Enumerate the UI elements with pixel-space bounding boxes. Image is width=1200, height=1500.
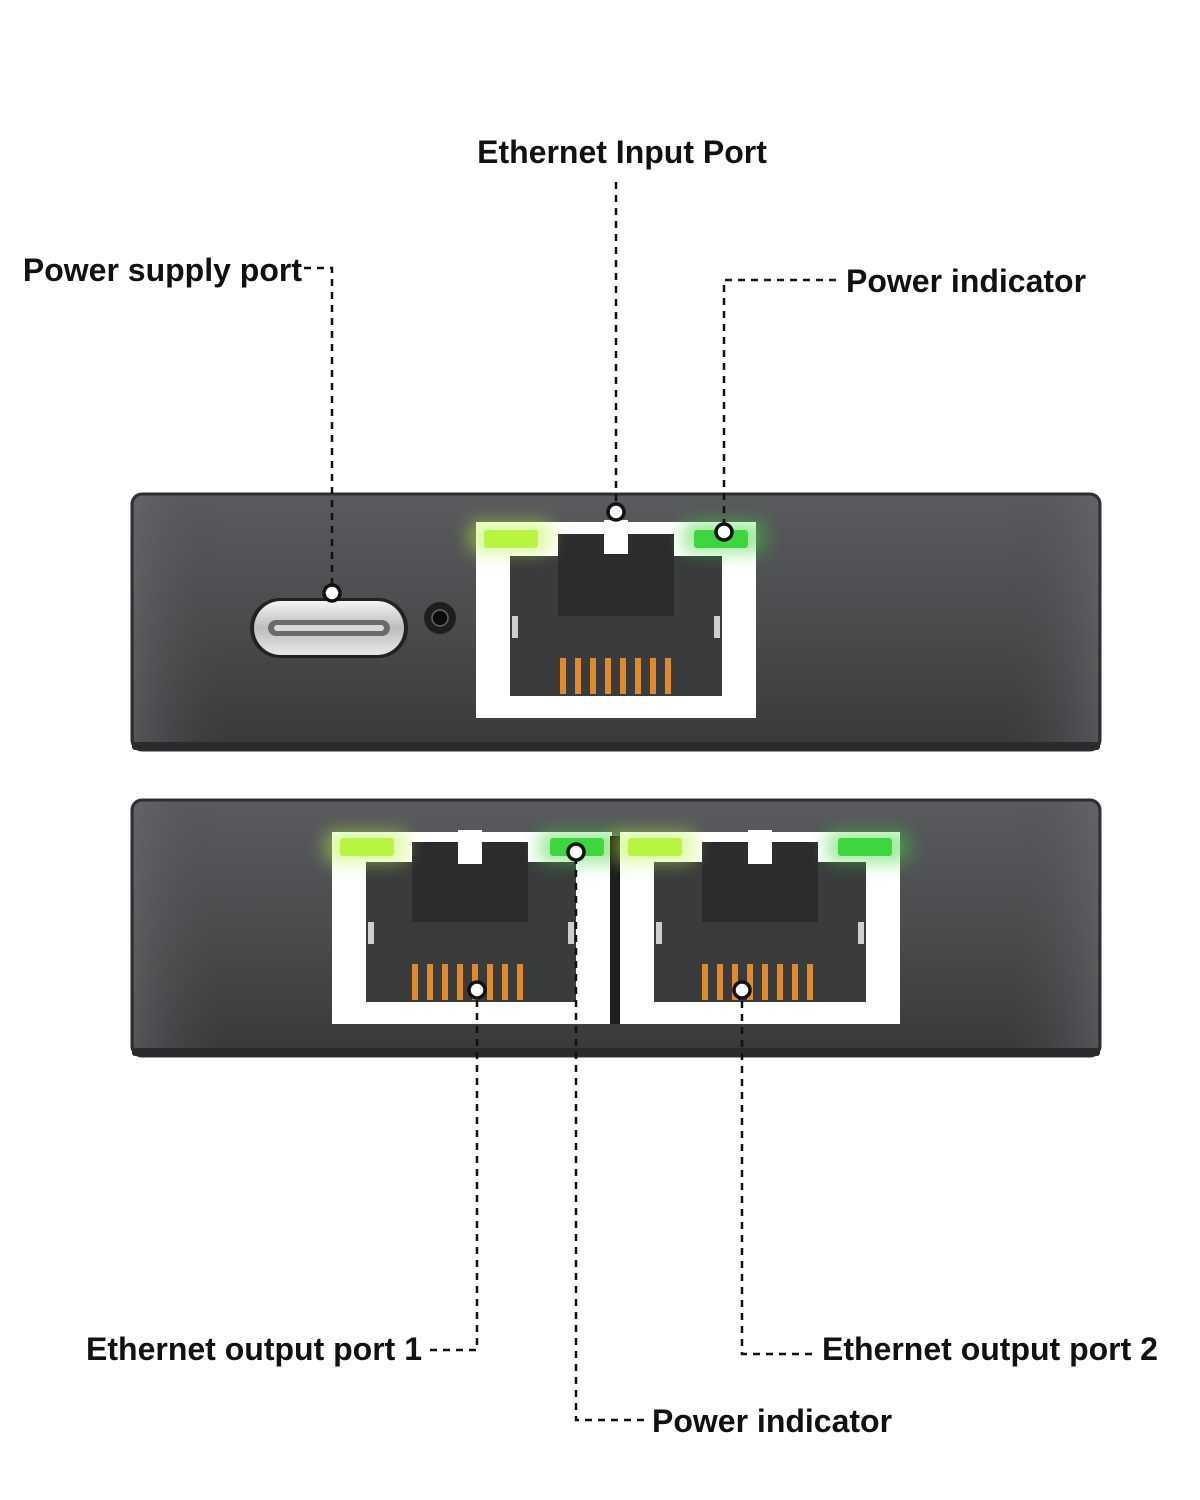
label-ethernet-output-port-1: Ethernet output port 1 (86, 1331, 422, 1367)
out2-led-left (628, 838, 682, 856)
pinhole-button-icon (424, 602, 456, 634)
bottom-housing-bottom-edge (132, 1048, 1100, 1056)
out2-led-right (838, 838, 892, 856)
dot-ethernet-input (606, 502, 626, 522)
bottom-housing-left-bevel (134, 802, 224, 1054)
label-power-indicator-bottom: Power indicator (652, 1403, 892, 1439)
dot-ethernet-output-1 (467, 980, 487, 1000)
top-housing-right-bevel (1008, 496, 1098, 748)
rj45-input-port-icon (470, 520, 764, 718)
leader-ethernet-output-1 (430, 990, 479, 1352)
leader-power-indicator-top (722, 278, 836, 532)
bottom-housing-right-bevel (1008, 802, 1098, 1054)
leader-power-indicator-bottom (574, 852, 644, 1422)
dot-power-supply (322, 583, 342, 603)
label-power-indicator-top: Power indicator (846, 263, 1086, 299)
top-housing-left-bevel (134, 496, 224, 748)
dot-power-indicator-top (714, 522, 734, 542)
usb-c-port-icon (250, 598, 408, 658)
leader-power-supply (304, 266, 334, 593)
rj45-output-2-pins (702, 964, 813, 1000)
rj45-output-port-2-icon (614, 830, 908, 1024)
label-power-supply-port: Power supply port (23, 252, 302, 288)
rj45-output-port-1-icon (326, 830, 620, 1024)
label-ethernet-input-port: Ethernet Input Port (477, 134, 767, 170)
labels: Ethernet Input Port Power supply port Po… (23, 134, 1158, 1439)
top-led-left (484, 530, 538, 548)
leader-ethernet-output-2 (740, 990, 812, 1356)
callout-dots (322, 502, 752, 1000)
dot-power-indicator-bottom (566, 842, 586, 862)
top-device (130, 492, 1102, 752)
leader-lines (304, 182, 836, 1422)
top-housing-bottom-edge (132, 742, 1100, 750)
bottom-device (130, 798, 1102, 1058)
label-ethernet-output-port-2: Ethernet output port 2 (822, 1331, 1158, 1367)
rj45-input-pins (560, 658, 671, 694)
port-divider (610, 836, 622, 1024)
dot-ethernet-output-2 (732, 980, 752, 1000)
out1-led-left (340, 838, 394, 856)
